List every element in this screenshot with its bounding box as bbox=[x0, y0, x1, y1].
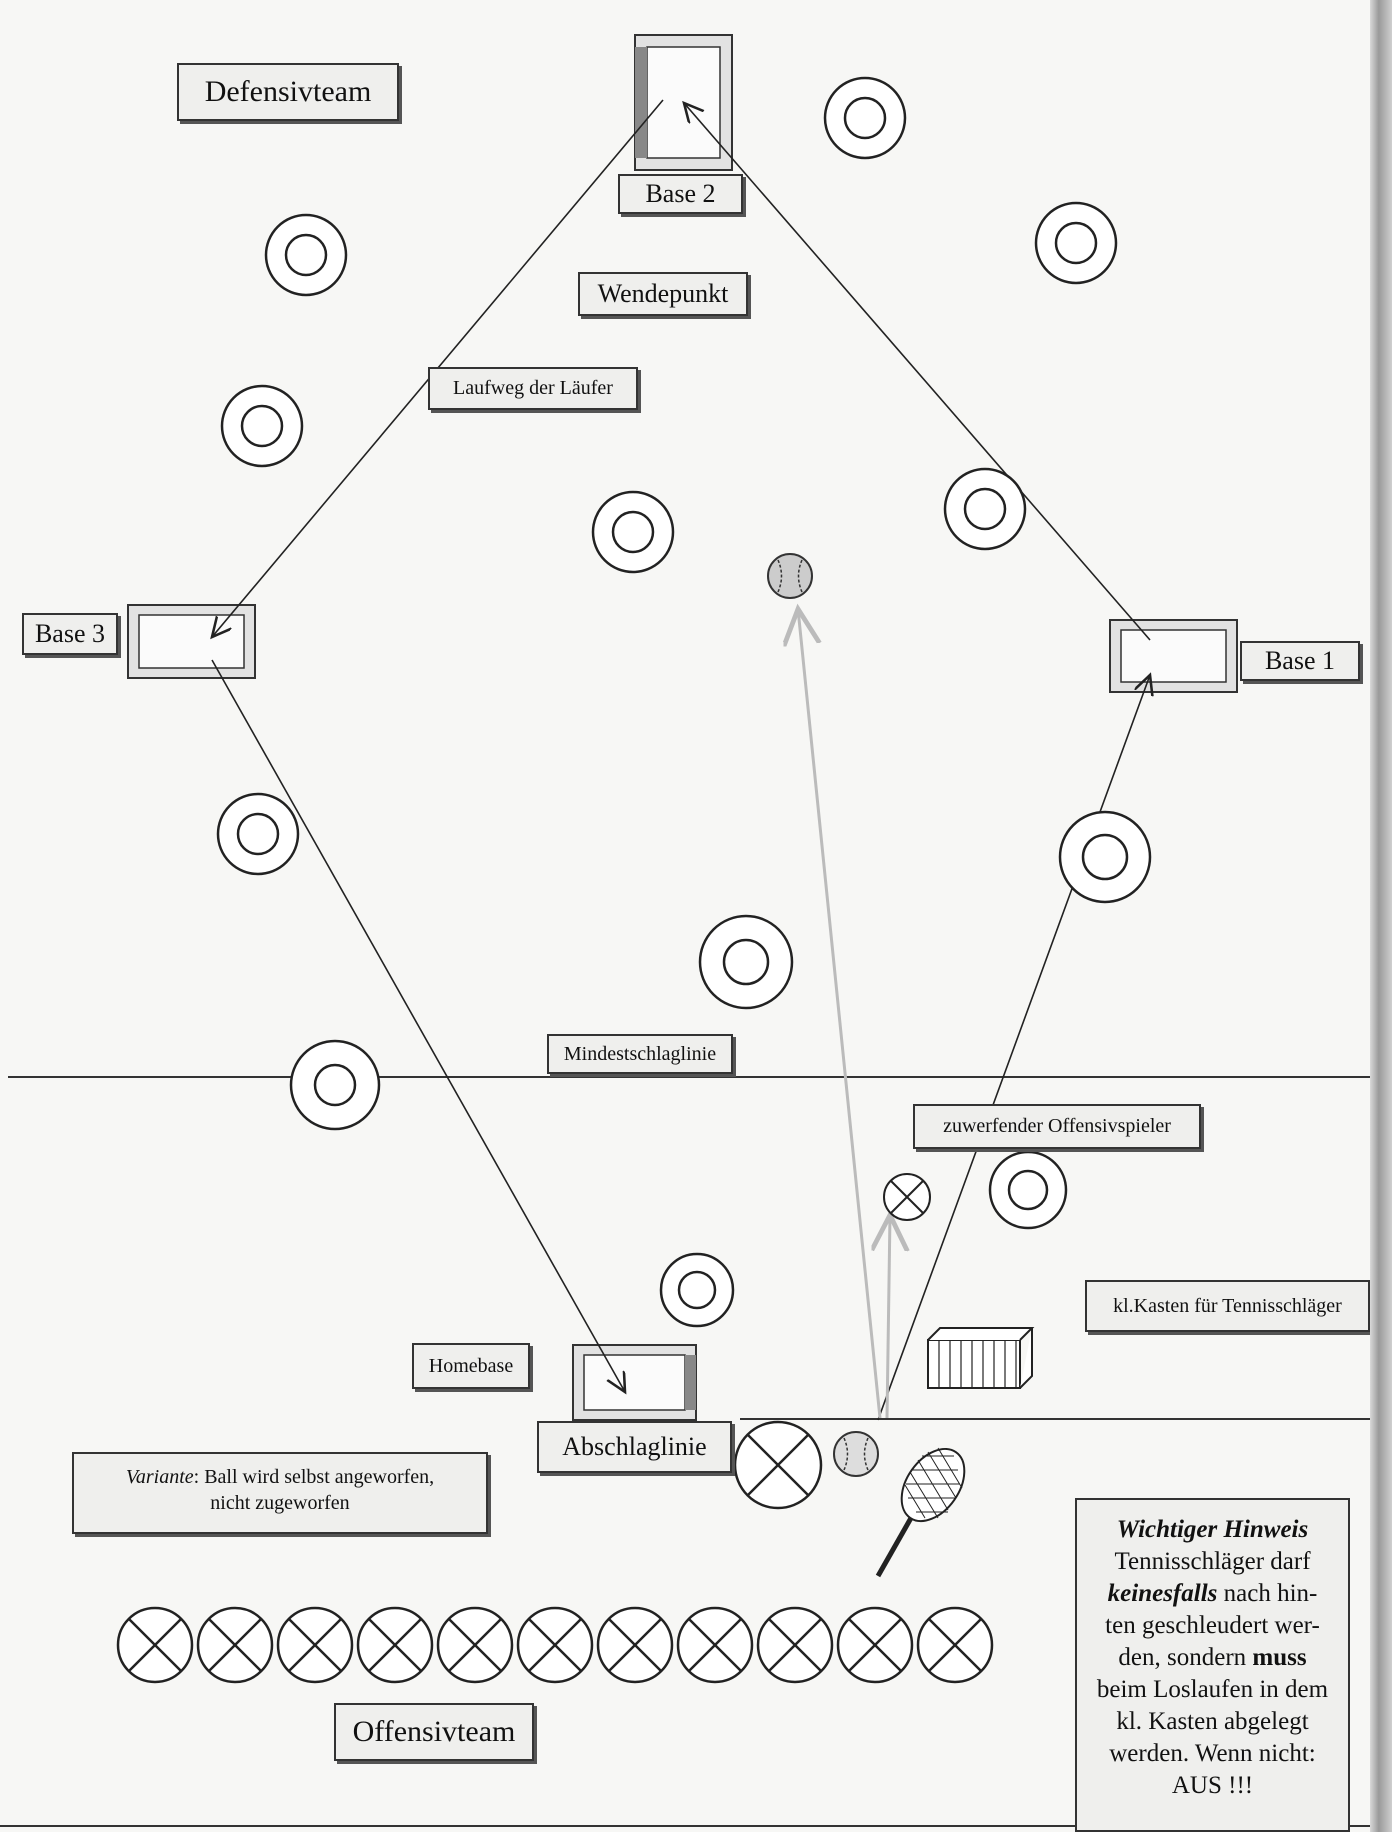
tennis-racket-icon bbox=[875, 1447, 966, 1578]
racket-box bbox=[927, 1327, 1035, 1389]
ball-icon bbox=[833, 1431, 879, 1477]
racket-box-label: kl.Kasten für Tennisschläger bbox=[1085, 1280, 1370, 1332]
fielder-marker bbox=[216, 792, 300, 876]
note-line8: AUS !!! bbox=[1171, 1772, 1254, 1799]
variant-lead: Variante bbox=[125, 1466, 194, 1488]
variant-text1: : Ball wird selbst angeworfen, bbox=[193, 1466, 435, 1488]
base-2 bbox=[634, 34, 733, 171]
homebase bbox=[572, 1344, 697, 1421]
batter-marker bbox=[733, 1420, 823, 1510]
offensive-player-marker bbox=[276, 1606, 354, 1684]
hit-line-label: Abschlaglinie bbox=[537, 1421, 732, 1473]
offensive-player-marker bbox=[836, 1606, 914, 1684]
offensive-player-marker bbox=[116, 1606, 194, 1684]
fielder-marker bbox=[591, 490, 675, 574]
offensive-player-marker bbox=[676, 1606, 754, 1684]
variant-note: Variante: Ball wird selbst angeworfen, n… bbox=[72, 1452, 488, 1534]
offensive-player-marker bbox=[596, 1606, 674, 1684]
fielder-marker bbox=[1034, 201, 1118, 285]
offensive-team-label: Offensivteam bbox=[334, 1703, 534, 1761]
fielder-marker bbox=[698, 914, 794, 1010]
base3-label: Base 3 bbox=[22, 613, 118, 655]
defensive-team-label: Defensivteam bbox=[177, 63, 399, 121]
base-1 bbox=[1109, 619, 1238, 693]
page-edge-shadow bbox=[1370, 0, 1392, 1832]
defensive-players bbox=[216, 76, 1152, 1328]
homebase-label: Homebase bbox=[412, 1343, 530, 1389]
offensive-player-marker bbox=[516, 1606, 594, 1684]
note-line6: kl. Kasten abgelegt bbox=[1116, 1708, 1309, 1735]
note-line4: den, sondern bbox=[1118, 1644, 1253, 1671]
pitcher-marker bbox=[883, 1173, 931, 1221]
note-line5: beim Loslaufen in dem bbox=[1096, 1676, 1329, 1703]
fielder-marker bbox=[988, 1150, 1068, 1230]
fielder-marker bbox=[220, 384, 304, 468]
fielder-marker bbox=[289, 1039, 381, 1131]
base2-label: Base 2 bbox=[618, 174, 743, 214]
fielder-marker bbox=[943, 467, 1027, 551]
note-title: Wichtiger Hinweis bbox=[1116, 1516, 1309, 1543]
base1-label: Base 1 bbox=[1240, 641, 1360, 681]
base-3 bbox=[127, 604, 256, 679]
offensive-players bbox=[116, 1606, 994, 1684]
offensive-player-marker bbox=[196, 1606, 274, 1684]
note-line4-bold: muss bbox=[1252, 1644, 1307, 1671]
turning-point-label: Wendepunkt bbox=[578, 272, 748, 316]
throw-path bbox=[798, 609, 890, 1419]
offensive-player-marker bbox=[436, 1606, 514, 1684]
variant-text2: nicht zugeworfen bbox=[210, 1492, 350, 1514]
fielder-marker bbox=[659, 1252, 735, 1328]
ball-icon bbox=[767, 553, 813, 599]
runner-path-label: Laufweg der Läufer bbox=[428, 367, 638, 410]
note-line2: nach hin- bbox=[1217, 1580, 1318, 1607]
offensive-player-marker bbox=[356, 1606, 434, 1684]
min-hit-line-label: Mindestschlaglinie bbox=[547, 1034, 733, 1074]
fielder-marker bbox=[1058, 810, 1152, 904]
fielder-marker bbox=[823, 76, 907, 160]
fielder-marker bbox=[264, 213, 348, 297]
note-line3: ten geschleudert wer- bbox=[1105, 1612, 1320, 1639]
note-line7: werden. Wenn nicht: bbox=[1109, 1740, 1316, 1767]
important-note: Wichtiger Hinweis Tennisschläger darf ke… bbox=[1075, 1498, 1350, 1832]
note-line2-bold: keinesfalls bbox=[1107, 1580, 1218, 1607]
offensive-player-marker bbox=[916, 1606, 994, 1684]
offensive-player-marker bbox=[756, 1606, 834, 1684]
pitcher-label: zuwerfender Offensivspieler bbox=[913, 1104, 1201, 1149]
note-line1: Tennisschläger darf bbox=[1114, 1548, 1311, 1575]
